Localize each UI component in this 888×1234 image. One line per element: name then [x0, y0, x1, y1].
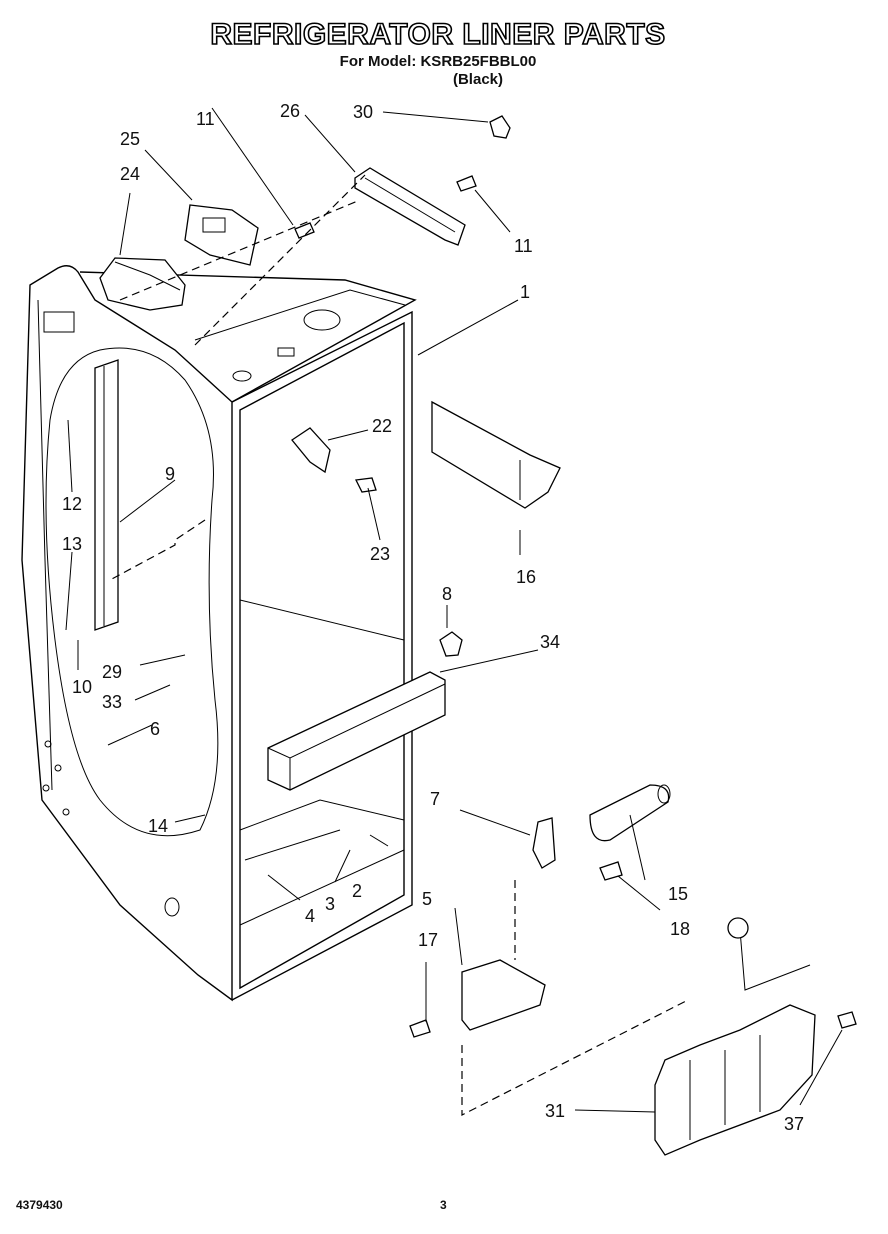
diagram-title: REFRIGERATOR LINER PARTS [210, 17, 666, 52]
liner-cabinet [21, 265, 417, 1002]
callout-7: 7 [430, 789, 440, 809]
callout-4: 4 [305, 906, 315, 926]
part-15-filter [589, 784, 671, 842]
screw-11a [294, 222, 315, 239]
callout-26: 26 [280, 101, 300, 121]
page-number: 3 [440, 1198, 447, 1212]
part-8-plug [439, 631, 463, 657]
callout-34: 34 [540, 632, 560, 652]
callout-37: 37 [784, 1114, 804, 1134]
callout-29: 29 [102, 662, 122, 682]
callout-22: 22 [372, 416, 392, 436]
part-18-clip [599, 861, 623, 881]
document-number: 4379430 [16, 1198, 63, 1212]
callout-23: 23 [370, 544, 390, 564]
screw-11b [456, 175, 477, 192]
part-7-valve [532, 817, 556, 869]
callout-25: 25 [120, 129, 140, 149]
part-5-bracket [461, 959, 546, 1031]
callout-18: 18 [670, 919, 690, 939]
callout-11-right: 11 [514, 236, 533, 256]
part-24-housing [99, 257, 186, 311]
callout-17: 17 [418, 930, 438, 950]
callout-16: 16 [516, 567, 536, 587]
screw-17 [409, 1019, 431, 1038]
part-22-bracket [291, 427, 331, 474]
callout-14: 14 [148, 816, 168, 836]
part-31-heater [654, 917, 816, 1156]
model-line: For Model: KSRB25FBBL00 [339, 53, 537, 70]
callout-31: 31 [545, 1101, 565, 1121]
callout-5: 5 [422, 889, 432, 909]
leader-lines [65, 107, 843, 1113]
variant-label: (Black) [452, 71, 504, 88]
callout-11-top: 11 [196, 109, 215, 129]
callout-1: 1 [520, 282, 530, 302]
part-25-bracket [184, 204, 259, 266]
callout-33: 33 [102, 692, 122, 712]
callout-10: 10 [72, 677, 92, 697]
part-34-shelf-support [267, 671, 446, 791]
callout-8: 8 [442, 584, 452, 604]
callout-12: 12 [62, 494, 82, 514]
callout-15: 15 [668, 884, 688, 904]
part-30-clip [489, 115, 511, 139]
callout-3: 3 [325, 894, 335, 914]
callout-30: 30 [353, 102, 373, 122]
callout-13: 13 [62, 534, 82, 554]
callout-9: 9 [165, 464, 175, 484]
part-26-track [354, 167, 466, 246]
callout-2: 2 [352, 881, 362, 901]
callout-24: 24 [120, 164, 140, 184]
part-16-channel [431, 400, 561, 509]
screw-23 [355, 477, 377, 493]
screw-37 [837, 1011, 857, 1029]
callout-6: 6 [150, 719, 160, 739]
